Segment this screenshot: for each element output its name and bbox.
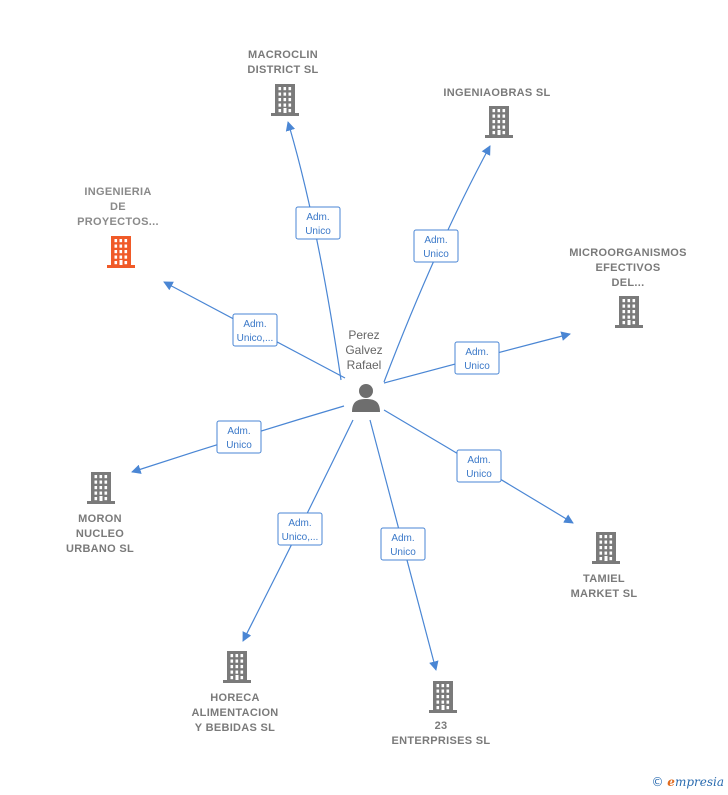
company-label: HORECA <box>210 692 259 704</box>
edge-role-text: Adm. <box>227 426 250 437</box>
nodes-layer: MACROCLIN DISTRICT SL INGENIAOBRAS SL INGEN… <box>66 49 687 747</box>
edge-role-text: Unico <box>390 547 416 558</box>
company-label: INGENIERIA <box>84 186 151 198</box>
company-label: URBANO SL <box>66 543 134 555</box>
building-icon <box>223 651 251 683</box>
edge-role-text: Adm. <box>288 518 311 529</box>
company-label: PROYECTOS... <box>77 216 159 228</box>
edge-role-horeca[interactable]: Adm. Unico,... <box>277 512 323 546</box>
edge-role-box <box>216 420 262 454</box>
company-label: ENTERPRISES SL <box>392 735 491 747</box>
person-name: Galvez <box>345 343 382 357</box>
edge-role-box <box>277 512 323 546</box>
edge-role-text: Unico <box>464 361 490 372</box>
building-icon <box>615 296 643 328</box>
edge-role-text: Unico <box>226 440 252 451</box>
brand-logo-initial: e <box>667 775 675 789</box>
company-label: MACROCLIN <box>248 49 318 61</box>
company-node-macroclin[interactable]: MACROCLIN DISTRICT SL <box>247 49 318 116</box>
person-name: Rafael <box>347 358 382 372</box>
company-label: EFECTIVOS <box>595 262 660 274</box>
brand-logo-text: mpresia <box>674 775 724 789</box>
person-name: Perez <box>348 328 379 342</box>
edge-role-text: Adm. <box>424 235 447 246</box>
edge-role-box <box>454 341 500 375</box>
copyright-symbol: © <box>651 775 664 789</box>
company-label: MICROORGANISMOS <box>569 247 687 259</box>
edge-role-moron[interactable]: Adm. Unico <box>216 420 262 454</box>
company-label: TAMIEL <box>583 573 625 585</box>
footer-brand: © empresia <box>651 775 724 789</box>
company-label: 23 <box>435 720 448 732</box>
edge-role-text: Adm. <box>465 347 488 358</box>
person-icon <box>352 384 380 412</box>
company-label: DE <box>110 201 126 213</box>
company-node-moron[interactable]: MORON NUCLEO URBANO SL <box>66 472 134 555</box>
building-icon <box>429 681 457 713</box>
edge-role-text: Adm. <box>467 455 490 466</box>
company-label: ALIMENTACION <box>191 707 278 719</box>
company-label: DISTRICT SL <box>247 64 318 76</box>
company-label: Y BEBIDAS SL <box>195 722 275 734</box>
company-label: DEL... <box>612 277 645 289</box>
edge-role-box <box>456 449 502 483</box>
building-icon <box>107 236 135 268</box>
edge-role-box <box>380 527 426 561</box>
building-icon <box>485 106 513 138</box>
company-node-ingenieria[interactable]: INGENIERIA DE PROYECTOS... <box>77 186 159 268</box>
company-label: MORON <box>78 513 122 525</box>
edge-role-macroclin[interactable]: Adm. Unico <box>295 206 341 240</box>
company-node-horeca[interactable]: HORECA ALIMENTACION Y BEBIDAS SL <box>191 651 278 734</box>
edge-role-box <box>413 229 459 263</box>
edge-role-microorganismos[interactable]: Adm. Unico <box>454 341 500 375</box>
edge-role-enterprises23[interactable]: Adm. Unico <box>380 527 426 561</box>
edge-role-text: Unico,... <box>282 532 319 543</box>
edge-role-text: Adm. <box>306 212 329 223</box>
building-icon <box>87 472 115 504</box>
company-node-tamiel[interactable]: TAMIEL MARKET SL <box>571 532 638 600</box>
company-label: INGENIAOBRAS SL <box>443 87 550 99</box>
company-label: MARKET SL <box>571 588 638 600</box>
edge-line-macroclin <box>285 121 342 381</box>
edges-layer: Adm.UnicoAdm.UnicoAdm.Unico,...Adm.Unico… <box>131 121 574 671</box>
edge-role-ingenieria[interactable]: Adm. Unico,... <box>232 313 278 347</box>
edge-role-text: Unico,... <box>237 333 274 344</box>
edge-role-text: Unico <box>423 249 449 260</box>
company-label: NUCLEO <box>76 528 124 540</box>
edge-role-tamiel[interactable]: Adm. Unico <box>456 449 502 483</box>
edge-role-box <box>295 206 341 240</box>
edge-role-box <box>232 313 278 347</box>
company-node-ingeniaobras[interactable]: INGENIAOBRAS SL <box>443 87 550 138</box>
edge-role-text: Adm. <box>243 319 266 330</box>
building-icon <box>271 84 299 116</box>
edge-role-text: Adm. <box>391 533 414 544</box>
edge-role-text: Unico <box>466 469 492 480</box>
company-node-microorganismos[interactable]: MICROORGANISMOS EFECTIVOS DEL... <box>569 247 687 328</box>
building-icon <box>592 532 620 564</box>
edge-role-text: Unico <box>305 226 331 237</box>
edge-role-ingeniaobras[interactable]: Adm. Unico <box>413 229 459 263</box>
